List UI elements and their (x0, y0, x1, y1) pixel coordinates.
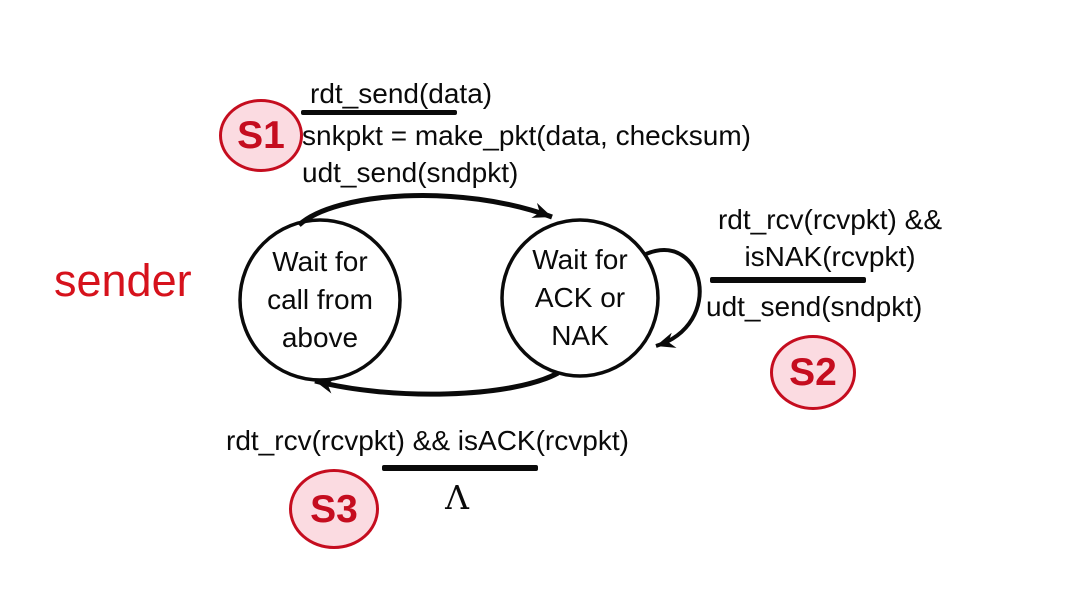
state-line: Wait for (272, 246, 368, 277)
state-line: above (281, 322, 359, 353)
s1-badge-label: S1 (237, 114, 285, 157)
s2-event-text: rdt_rcv(rcvpkt) && isNAK(rcvpkt) (690, 201, 970, 275)
sender-label: sender (54, 255, 192, 306)
state-line: NAK (551, 320, 609, 351)
s3-badge: S3 (289, 469, 379, 549)
state-circle-wait-ack (500, 218, 660, 378)
transition-arc-s3 (314, 370, 560, 397)
s1-fraction-bar (301, 110, 457, 115)
s2-badge: S2 (770, 335, 856, 410)
state-line: ACK or (534, 282, 626, 313)
s3-fraction-bar (382, 465, 538, 471)
s3-action-lambda: Λ (445, 478, 469, 517)
s1-action-text-1: snkpkt = make_pkt(data, checksum) (302, 120, 751, 151)
state-line: Wait for (532, 244, 628, 275)
s2-event-line: isNAK(rcvpkt) (744, 241, 916, 272)
s1-event-text: rdt_send(data) (310, 78, 493, 109)
transition-arc-s1 (297, 193, 553, 227)
s3-event-text: rdt_rcv(rcvpkt) && isACK(rcvpkt) (226, 425, 629, 456)
s2-badge-label: S2 (789, 351, 837, 394)
s2-event-line: rdt_rcv(rcvpkt) && (717, 204, 943, 235)
s2-action-text: udt_send(sndpkt) (706, 291, 923, 322)
s1-action-text-2: udt_send(sndpkt) (302, 157, 519, 188)
state-label-wait-ack: Wait for ACK or NAK (502, 221, 658, 375)
state-label-wait-call: Wait for call from above (240, 221, 400, 379)
self-loop-arc-s2 (645, 248, 702, 348)
state-line: call from (267, 284, 373, 315)
s1-badge: S1 (219, 99, 303, 172)
s3-badge-label: S3 (310, 487, 358, 531)
s2-fraction-bar (710, 277, 866, 283)
